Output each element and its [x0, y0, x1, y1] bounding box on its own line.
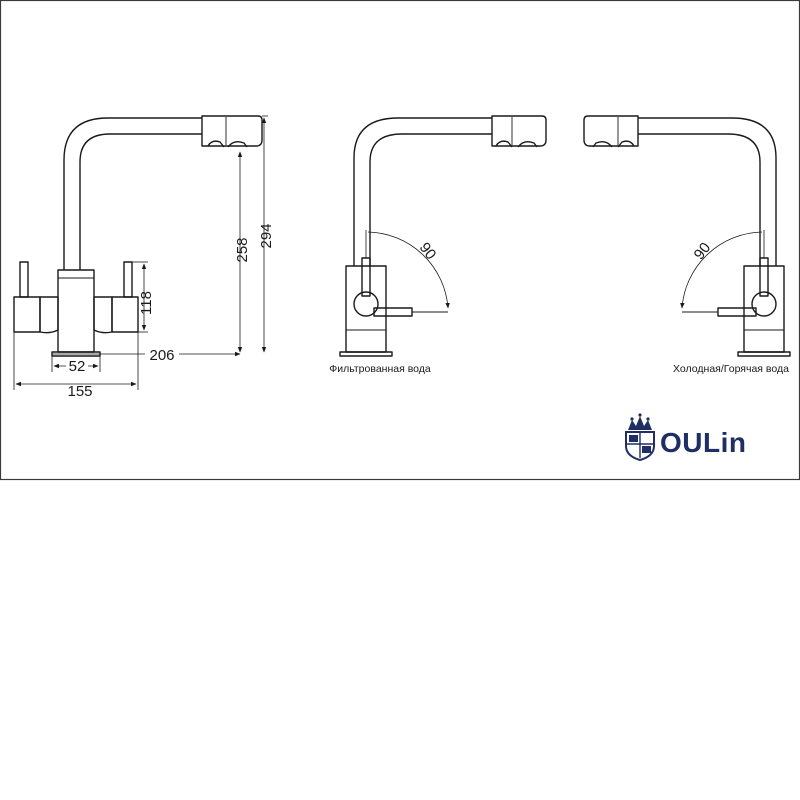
dim-body-height: 118	[138, 291, 155, 315]
dim-base-diameter: 52	[69, 358, 86, 375]
caption-cold-hot-water: Холодная/Горячая вода	[673, 363, 789, 375]
front-view-faucet	[13, 115, 263, 357]
side-view-filtered	[339, 115, 547, 357]
dim-rotation-left: 90	[416, 239, 440, 263]
dim-width: 155	[67, 383, 92, 400]
front-view-dimensions	[13, 115, 268, 390]
dim-rotation-right: 90	[691, 239, 715, 263]
drawing-frame	[0, 0, 800, 481]
brand-logo-text: OULin	[660, 427, 747, 458]
side-view-cold-hot	[583, 115, 791, 357]
crown-shield-icon	[625, 413, 655, 462]
dim-total-height: 294	[258, 223, 275, 248]
dim-reach: 206	[149, 347, 174, 364]
caption-filtered-water: Фильтрованная вода	[329, 363, 431, 375]
dim-spout-height: 258	[234, 237, 251, 262]
